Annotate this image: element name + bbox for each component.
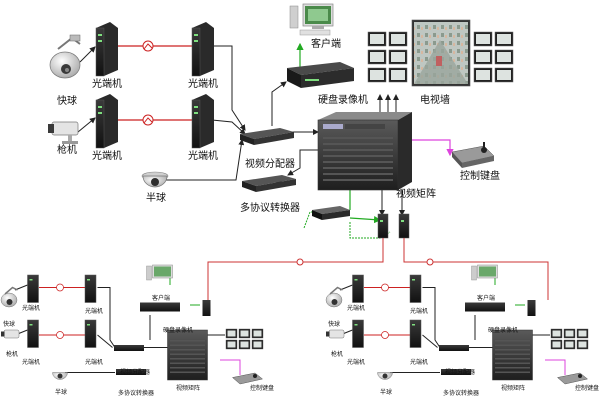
fiber-break-icon	[381, 331, 389, 339]
protocol-converter-icon	[242, 175, 296, 192]
tv-wall-icon	[550, 328, 589, 350]
right-label-video-splitter: 视频分配器	[445, 369, 476, 376]
video-matrix-icon	[492, 329, 533, 381]
tv-wall-icon	[367, 19, 514, 87]
tv-wall-icon	[225, 328, 264, 350]
fiber-receiver-icon	[409, 274, 422, 303]
uplink-fiber-receiver-icon	[527, 300, 536, 316]
fiber-break-icon	[56, 331, 64, 339]
left-label-control-keyboard: 控制键盘	[250, 385, 275, 392]
uplink-lines	[207, 238, 549, 300]
label-tv-wall: 电视墙	[420, 95, 450, 106]
right-label-fiber-receiver-2: 光端机	[410, 359, 429, 366]
left-label-video-splitter: 视频分配器	[120, 369, 151, 376]
fiber-break-icon	[56, 283, 64, 292]
left-label-dvr: 硬盘录像机	[163, 327, 194, 334]
fiber-transmitter-icon	[27, 274, 39, 303]
label-speed-dome: 快球	[57, 96, 77, 107]
left-label-fiber-transmitter-1: 光端机	[22, 305, 41, 312]
left-label-client: 客户端	[152, 295, 171, 302]
bullet-camera-icon	[48, 121, 79, 144]
bullet-camera-icon	[1, 329, 20, 339]
right-label-bullet-camera: 枪机	[331, 351, 344, 358]
fiber-transmitter-icon	[95, 94, 118, 149]
left-label-fiber-transmitter-2: 光端机	[22, 359, 41, 366]
video-matrix-icon	[317, 112, 412, 191]
fiber-break-icon	[381, 283, 389, 292]
label-protocol-converter: 多协议转换器	[240, 203, 300, 214]
network-switch-icon	[312, 206, 350, 220]
fiber-receiver-icon	[84, 274, 97, 303]
speed-dome-camera-icon	[49, 34, 81, 79]
dvr-icon	[287, 62, 354, 88]
client-pc-icon	[289, 3, 334, 36]
fiber-break-icon	[142, 114, 154, 126]
left-label-protocol-converter: 多协议转换器	[118, 390, 155, 397]
uplink-fiber-receiver-icon	[398, 213, 410, 239]
control-keyboard-icon	[556, 372, 589, 385]
right-label-fiber-receiver-1: 光端机	[410, 308, 429, 315]
label-control-keyboard: 控制键盘	[460, 171, 500, 182]
label-video-matrix: 视频矩阵	[396, 189, 436, 200]
fiber-transmitter-icon	[27, 319, 39, 348]
label-video-splitter: 视频分配器	[245, 159, 295, 170]
fiber-receiver-icon	[409, 319, 422, 348]
fiber-transmitter-icon	[95, 22, 118, 77]
right-label-fiber-transmitter-1: 光端机	[347, 305, 366, 312]
fiber-receiver-icon	[191, 94, 214, 149]
right-label-protocol-converter: 多协议转换器	[443, 390, 480, 397]
left-label-fiber-receiver-2: 光端机	[85, 359, 104, 366]
speed-dome-camera-icon	[325, 286, 343, 308]
label-fiber-transmitter-2: 光端机	[92, 151, 122, 162]
right-label-client: 客户端	[477, 295, 496, 302]
video-splitter-icon	[240, 128, 294, 145]
label-fiber-receiver-2: 光端机	[188, 151, 218, 162]
right-label-speed-dome: 快球	[328, 321, 341, 328]
main-system	[48, 3, 514, 239]
left-label-speed-dome: 快球	[3, 321, 16, 328]
speed-dome-camera-icon	[0, 286, 18, 308]
half-dome-camera-icon	[377, 372, 393, 380]
protocol-converter-icon	[441, 369, 471, 375]
client-pc-icon	[146, 264, 173, 281]
fiber-receiver-icon	[84, 319, 97, 348]
dvr-icon	[465, 302, 505, 312]
left-subsystem	[0, 264, 264, 385]
fiber-receiver-icon	[191, 22, 214, 77]
label-fiber-transmitter-1: 光端机	[92, 79, 122, 90]
uplink-fiber-receiver-icon	[377, 213, 389, 239]
uplink-fiber-receiver-icon	[202, 300, 211, 316]
video-splitter-icon	[439, 345, 469, 351]
right-label-video-matrix: 视频矩阵	[501, 385, 526, 392]
fiber-transmitter-icon	[352, 274, 364, 303]
control-keyboard-icon	[451, 142, 495, 168]
fiber-transmitter-icon	[352, 319, 364, 348]
right-label-half-dome: 半球	[380, 389, 393, 396]
right-label-fiber-transmitter-2: 光端机	[347, 359, 366, 366]
left-label-bullet-camera: 枪机	[6, 351, 19, 358]
left-label-half-dome: 半球	[55, 389, 68, 396]
label-client: 客户端	[311, 39, 341, 50]
bullet-camera-icon	[326, 329, 345, 339]
label-fiber-receiver-1: 光端机	[188, 79, 218, 90]
right-subsystem	[325, 264, 589, 385]
fiber-break-icon	[142, 40, 154, 52]
video-splitter-icon	[114, 345, 144, 351]
left-label-fiber-receiver-1: 光端机	[85, 308, 104, 315]
label-dvr: 硬盘录像机	[318, 95, 368, 106]
half-dome-camera-icon	[52, 372, 68, 380]
left-label-video-matrix: 视频矩阵	[176, 385, 201, 392]
right-label-dvr: 硬盘录像机	[488, 327, 519, 334]
right-label-control-keyboard: 控制键盘	[575, 385, 600, 392]
client-pc-icon	[471, 264, 498, 281]
label-bullet-camera: 枪机	[57, 145, 77, 156]
dvr-icon	[140, 302, 180, 312]
label-half-dome: 半球	[146, 193, 166, 204]
control-keyboard-icon	[231, 372, 264, 385]
half-dome-camera-icon	[141, 171, 169, 188]
protocol-converter-icon	[116, 369, 146, 375]
video-matrix-icon	[167, 329, 208, 381]
